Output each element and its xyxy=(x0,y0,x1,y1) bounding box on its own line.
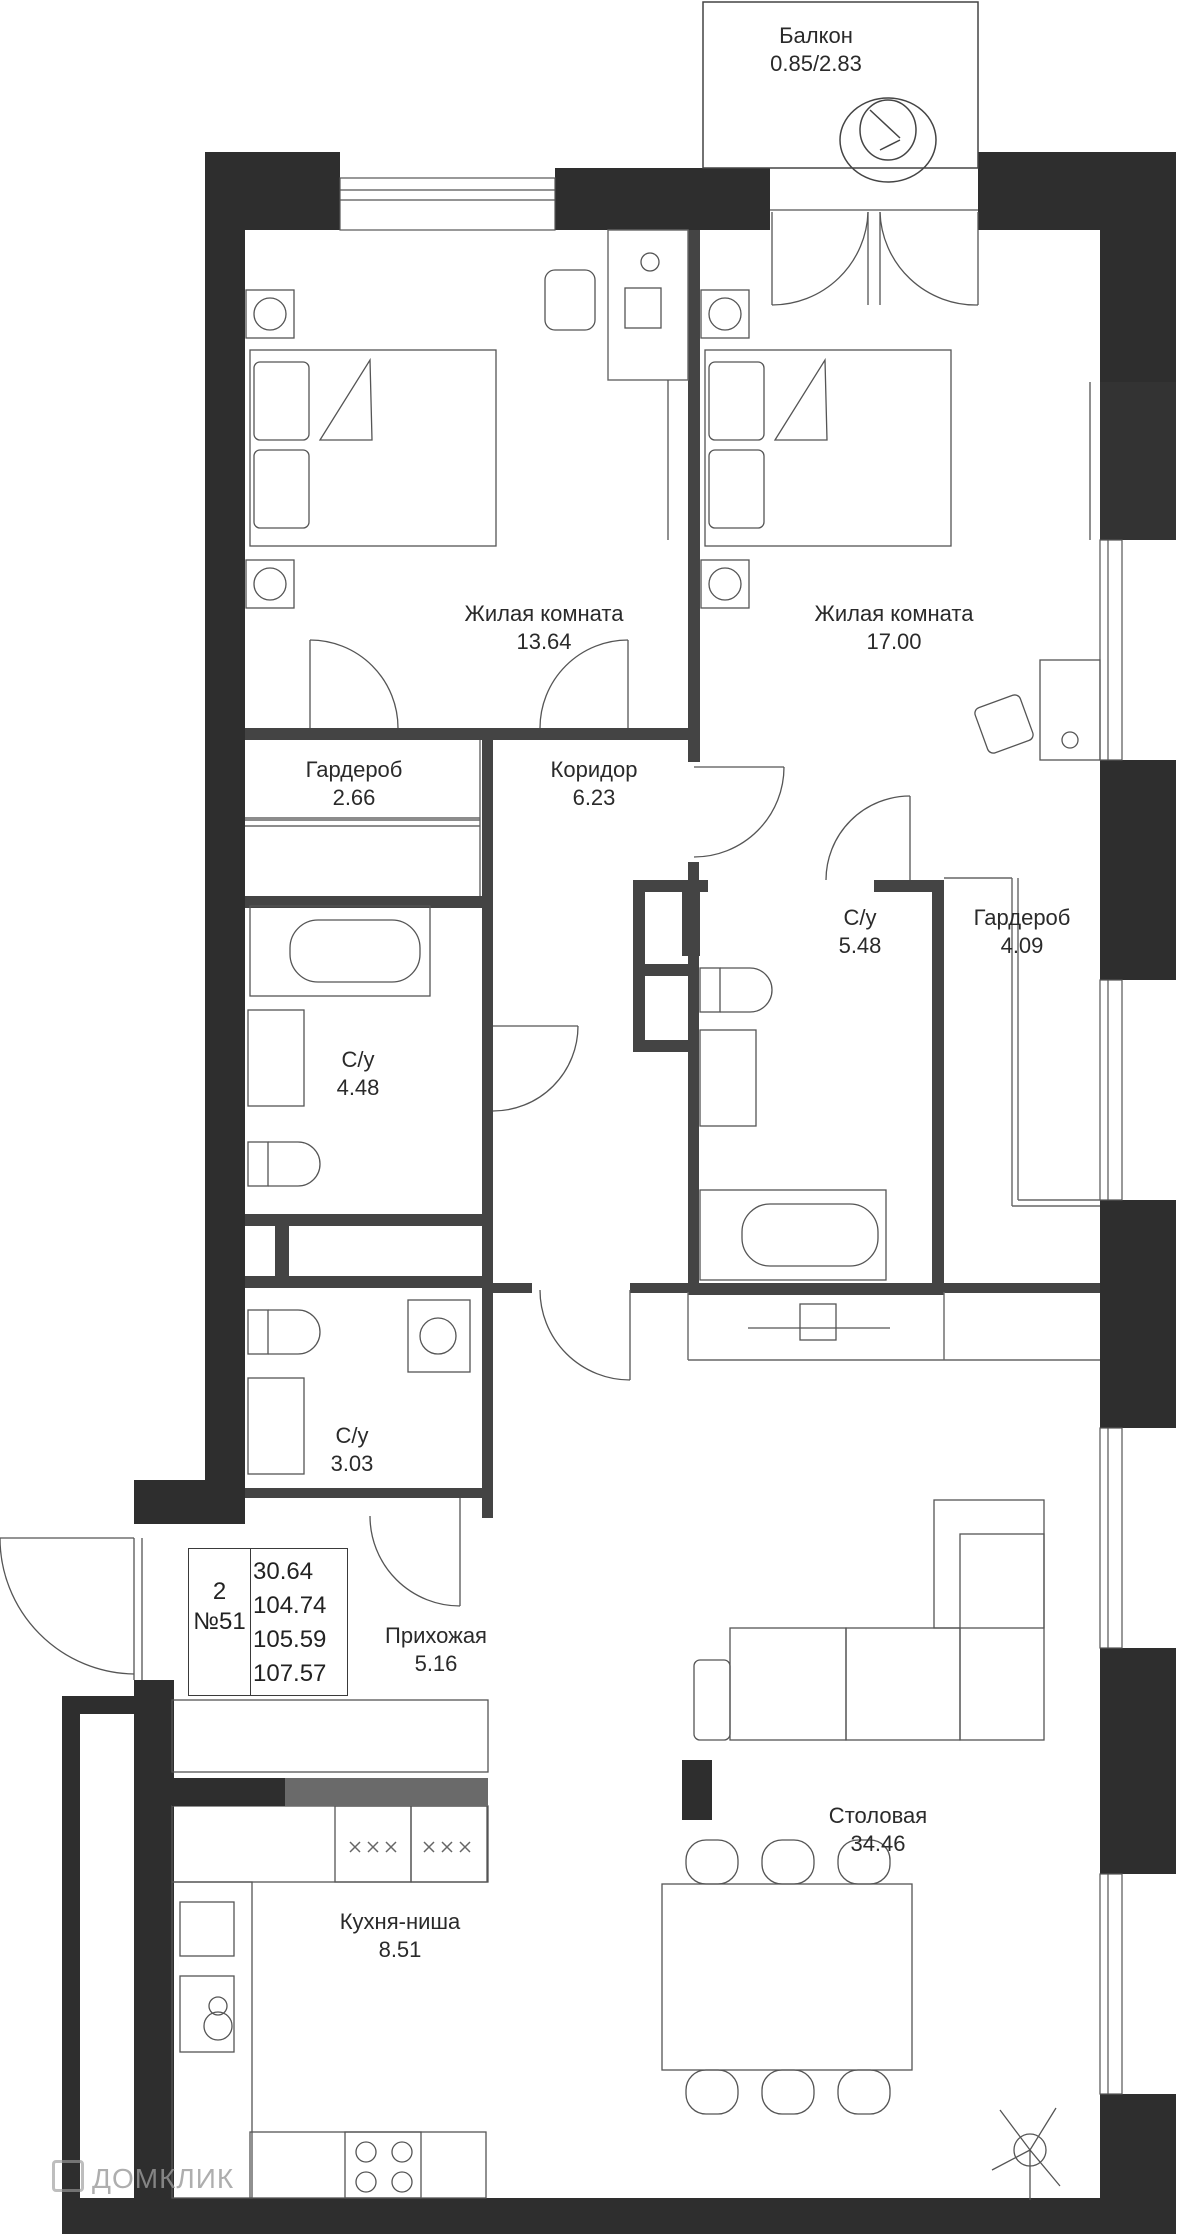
balcony xyxy=(702,1,979,183)
home-logo-icon xyxy=(52,2160,84,2192)
apartment-id: 2 №51 xyxy=(189,1549,251,1695)
room-area: 4.48 xyxy=(336,1075,380,1100)
room-name: С/у xyxy=(341,1047,375,1072)
room-area: 13.64 xyxy=(516,629,572,654)
room-area: 0.85/2.83 xyxy=(770,51,862,76)
room-label-bedroom-1: Жилая комната 13.64 xyxy=(465,600,624,656)
room-area: 4.09 xyxy=(1000,933,1044,958)
room-name: С/у xyxy=(335,1423,369,1448)
room-name: Столовая xyxy=(828,1803,928,1828)
kitchen-hood-light xyxy=(285,1778,488,1806)
area-living: 30.64 xyxy=(253,1558,314,1585)
room-label-bathroom-1: С/у 4.48 xyxy=(337,1046,380,1102)
room-name: С/у xyxy=(843,905,877,930)
interior-walls xyxy=(245,230,1100,1518)
area-total-balcony: 105.59 xyxy=(253,1626,327,1653)
apartment-info-box: 2 №51 30.64 104.74 105.59 107.57 xyxy=(188,1548,348,1696)
balcony-door xyxy=(770,209,979,306)
room-label-kitchen: Кухня-ниша 8.51 xyxy=(340,1908,461,1964)
room-name: Гардероб xyxy=(973,905,1071,930)
area-total: 104.74 xyxy=(253,1592,327,1619)
room-label-bathroom-2: С/у 5.48 xyxy=(839,904,882,960)
room-name: Коридор xyxy=(550,757,638,782)
watermark: ДОМКЛИК xyxy=(52,2160,234,2195)
room-name: Балкон xyxy=(779,23,853,48)
partitions xyxy=(245,229,1100,1361)
stove-burners-marks xyxy=(349,1841,471,1853)
room-name: Кухня-ниша xyxy=(339,1909,461,1934)
room-name: Жилая комната xyxy=(464,601,624,626)
room-label-dining: Столовая 34.46 xyxy=(829,1802,927,1858)
room-area: 5.48 xyxy=(838,933,882,958)
apartment-areas: 30.64 104.74 105.59 107.57 xyxy=(253,1555,326,1691)
rooms-count: 2 xyxy=(212,1578,227,1605)
furniture xyxy=(171,252,1101,2200)
watermark-text: ДОМКЛИК xyxy=(92,2163,235,2194)
apartment-number: №51 xyxy=(193,1608,246,1635)
room-area: 8.51 xyxy=(378,1937,422,1962)
room-area: 6.23 xyxy=(572,785,616,810)
room-label-wardrobe-2: Гардероб 4.09 xyxy=(974,904,1071,960)
room-area: 3.03 xyxy=(330,1451,374,1476)
room-name: Прихожая xyxy=(385,1623,487,1648)
room-area: 34.46 xyxy=(850,1831,906,1856)
area-total-full: 107.57 xyxy=(253,1660,327,1687)
room-label-corridor: Коридор 6.23 xyxy=(551,756,638,812)
room-label-bathroom-3: С/у 3.03 xyxy=(331,1422,374,1478)
room-area: 5.16 xyxy=(414,1651,458,1676)
room-label-wardrobe-1: Гардероб 2.66 xyxy=(306,756,403,812)
room-area: 2.66 xyxy=(332,785,376,810)
exterior-walls xyxy=(62,152,1176,2234)
room-label-bedroom-2: Жилая комната 17.00 xyxy=(815,600,974,656)
room-label-balcony: Балкон 0.85/2.83 xyxy=(770,22,862,78)
room-area: 17.00 xyxy=(866,629,922,654)
room-label-hallway: Прихожая 5.16 xyxy=(385,1622,487,1678)
windows xyxy=(339,177,1123,2095)
room-name: Жилая комната xyxy=(814,601,974,626)
room-name: Гардероб xyxy=(305,757,403,782)
doors xyxy=(0,380,1091,1680)
